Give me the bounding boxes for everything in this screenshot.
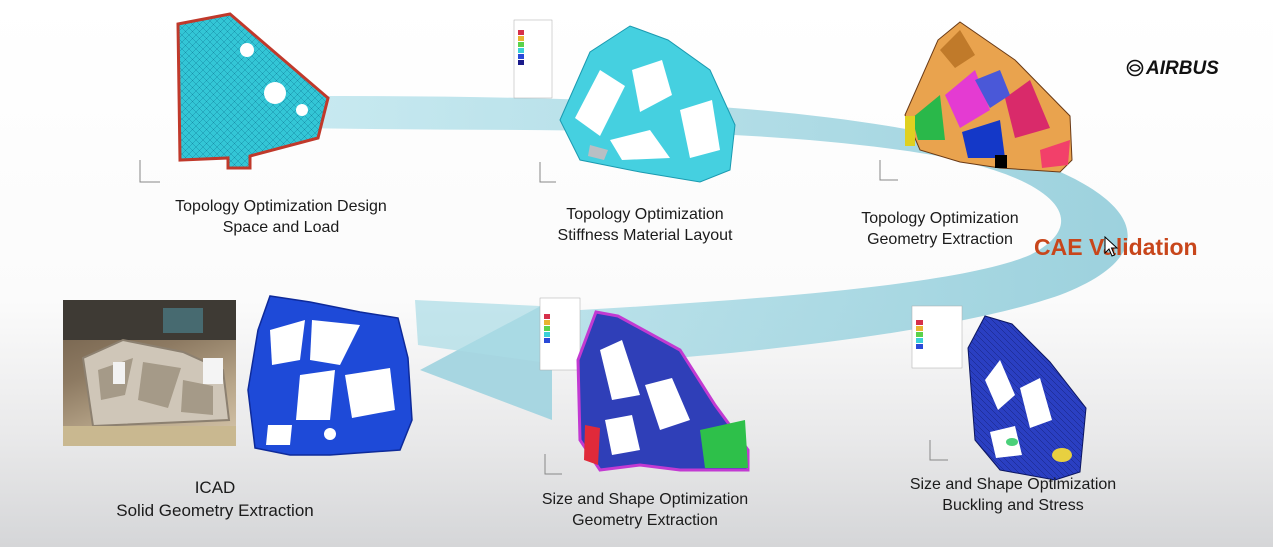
caption-line-2: Geometry Extraction [867, 231, 1013, 248]
caption-line-1: Topology Optimization Design [175, 198, 387, 215]
caption-line-2: Buckling and Stress [942, 497, 1084, 514]
geometry-extraction-image [879, 21, 1073, 181]
caption-line-1: Size and Shape Optimization [541, 491, 749, 508]
caption-line-1: ICAD [194, 478, 236, 497]
mouse-cursor-icon [1104, 236, 1119, 257]
physical-part-photo [63, 300, 236, 446]
step-caption-stiffness-layout: Topology Optimization Stiffness Material… [520, 204, 770, 246]
caption-line-2: Stiffness Material Layout [557, 227, 733, 244]
step-caption-design-space: Topology Optimization Design Space and L… [140, 196, 422, 238]
airbus-swirl-icon [1126, 59, 1144, 77]
design-space-mesh-image [139, 12, 330, 183]
caption-line-2: Space and Load [222, 219, 340, 236]
airbus-wordmark: AIRBUS [1146, 58, 1219, 79]
size-shape-geometry-image [539, 297, 750, 475]
step-caption-buckling-stress: Size and Shape Optimization Buckling and… [888, 474, 1138, 516]
buckling-stress-image [911, 305, 1087, 481]
caption-line-1: Topology Optimization [861, 210, 1019, 227]
icad-solid-image [247, 295, 413, 456]
flow-arrow [300, 96, 1128, 420]
caption-line-2: Geometry Extraction [572, 512, 718, 529]
stiffness-layout-image [513, 19, 736, 183]
caption-line-1: Size and Shape Optimization [909, 476, 1117, 493]
caption-line-1: Topology Optimization [566, 206, 724, 223]
step-caption-icad: ICAD Solid Geometry Extraction [70, 476, 360, 522]
airbus-logo: AIRBUS [1126, 58, 1219, 80]
step-caption-size-shape-geometry: Size and Shape Optimization Geometry Ext… [505, 489, 785, 531]
caption-line-2: Solid Geometry Extraction [116, 501, 314, 520]
step-caption-topology-geometry: Topology Optimization Geometry Extractio… [820, 208, 1060, 250]
